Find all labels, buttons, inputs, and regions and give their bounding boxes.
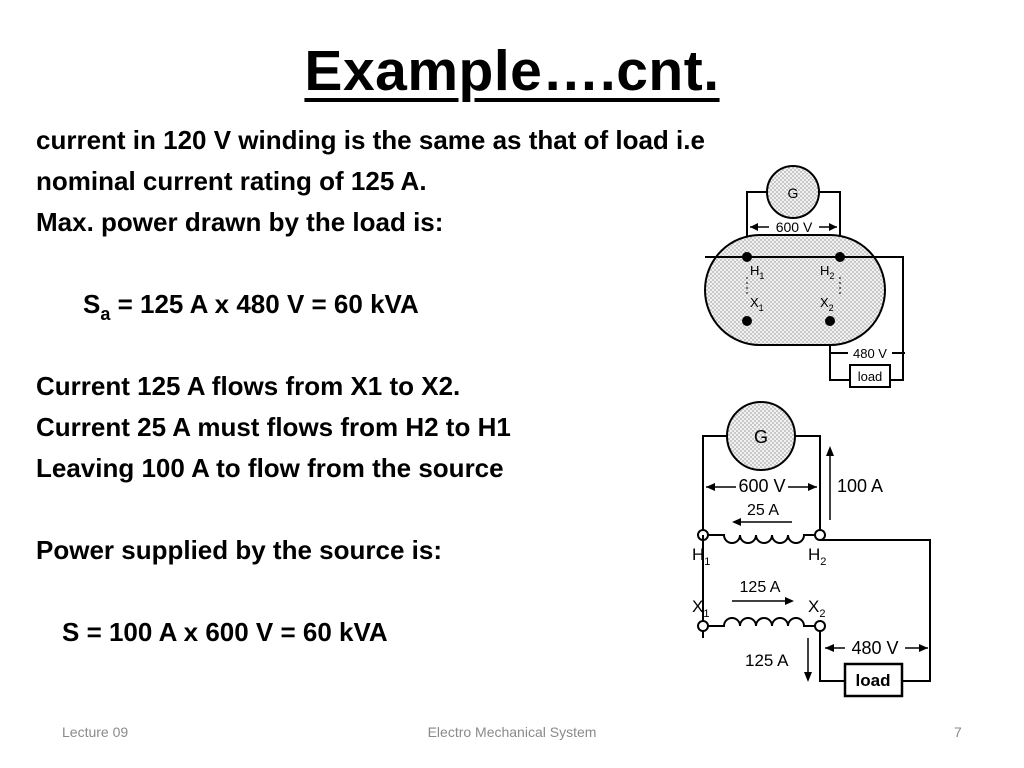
text-line-6: Current 25 A must flows from H2 to H1: [36, 412, 511, 442]
autotransformer-core-diagram: G 600 V H1 H2 X1 X2 480 V load: [704, 165, 905, 388]
x2-label: X2: [808, 597, 825, 620]
generator-label: G: [788, 185, 799, 201]
load-label: load: [856, 671, 891, 690]
h1-label: H1: [692, 545, 710, 568]
h2-label: H2: [808, 545, 826, 568]
load-voltage-label: 480 V: [853, 346, 887, 361]
load-box: [843, 662, 904, 698]
footer-lecture: Lecture 09: [62, 724, 129, 740]
load-box: [849, 364, 891, 388]
load-label: load: [858, 369, 883, 384]
text-line-2: nominal current rating of 125 A.: [36, 166, 427, 196]
h1-label: H1: [750, 263, 764, 281]
transformer-core: [704, 234, 886, 346]
text-line-8: Power supplied by the source is:: [36, 535, 442, 565]
h2-label: H2: [820, 263, 834, 281]
source-voltage-label: 600 V: [776, 219, 813, 235]
load-voltage-label: 480 V: [851, 638, 898, 658]
equation-source-power: S = 100 A x 600 V = 60 kVA: [62, 617, 388, 647]
equation-symbol: S: [83, 289, 101, 319]
generator-label: G: [754, 427, 768, 447]
x1-label: X1: [692, 597, 709, 620]
equation-rest: = 125 A x 480 V = 60 kVA: [110, 289, 419, 319]
autotransformer-schematic: G 600 V 100 A 25 A H1 H2 125 A X1 X2 125…: [692, 401, 931, 698]
x2-label: X2: [820, 295, 834, 313]
page-number: 7: [954, 724, 962, 740]
equation-subscript: a: [100, 304, 111, 324]
x1-label: X1: [750, 295, 764, 313]
equation-load-power: Sa = 125 A x 480 V = 60 kVA: [83, 289, 419, 324]
text-line-5: Current 125 A flows from X1 to X2.: [36, 371, 461, 401]
footer-course-title: Electro Mechanical System: [427, 724, 597, 740]
slide-title: Example….cnt.: [304, 39, 720, 103]
source-voltage-label: 600 V: [738, 476, 785, 496]
common-current-label: 125 A: [740, 579, 781, 596]
source-current-label: 100 A: [837, 476, 883, 496]
text-line-3: Max. power drawn by the load is:: [36, 207, 444, 237]
load-current-label: 125 A: [745, 651, 789, 670]
text-line-7: Leaving 100 A to flow from the source: [36, 453, 504, 483]
text-line-1: current in 120 V winding is the same as …: [36, 125, 705, 155]
series-current-label: 25 A: [747, 502, 779, 519]
